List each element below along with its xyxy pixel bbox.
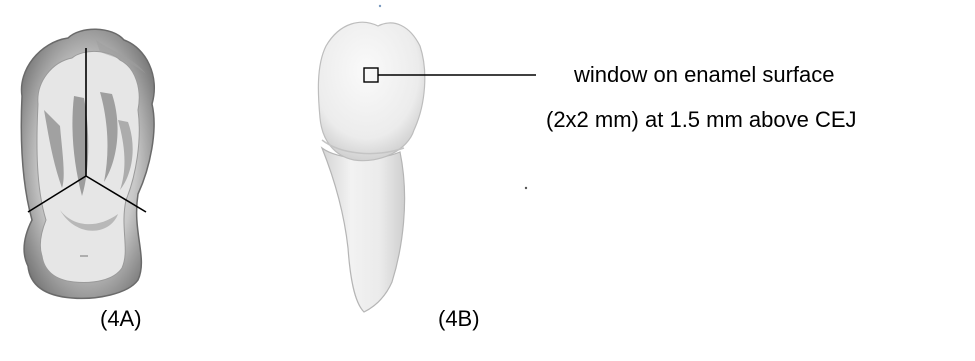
caption-4b: (4B) bbox=[438, 308, 480, 330]
caption-4a: (4A) bbox=[100, 308, 142, 330]
tooth-occlusal-view bbox=[21, 29, 154, 298]
tooth-lateral-view bbox=[318, 5, 536, 312]
annotation-line-2: (2x2 mm) at 1.5 mm above CEJ bbox=[546, 109, 857, 131]
annotation-line-1: window on enamel surface bbox=[574, 64, 834, 86]
